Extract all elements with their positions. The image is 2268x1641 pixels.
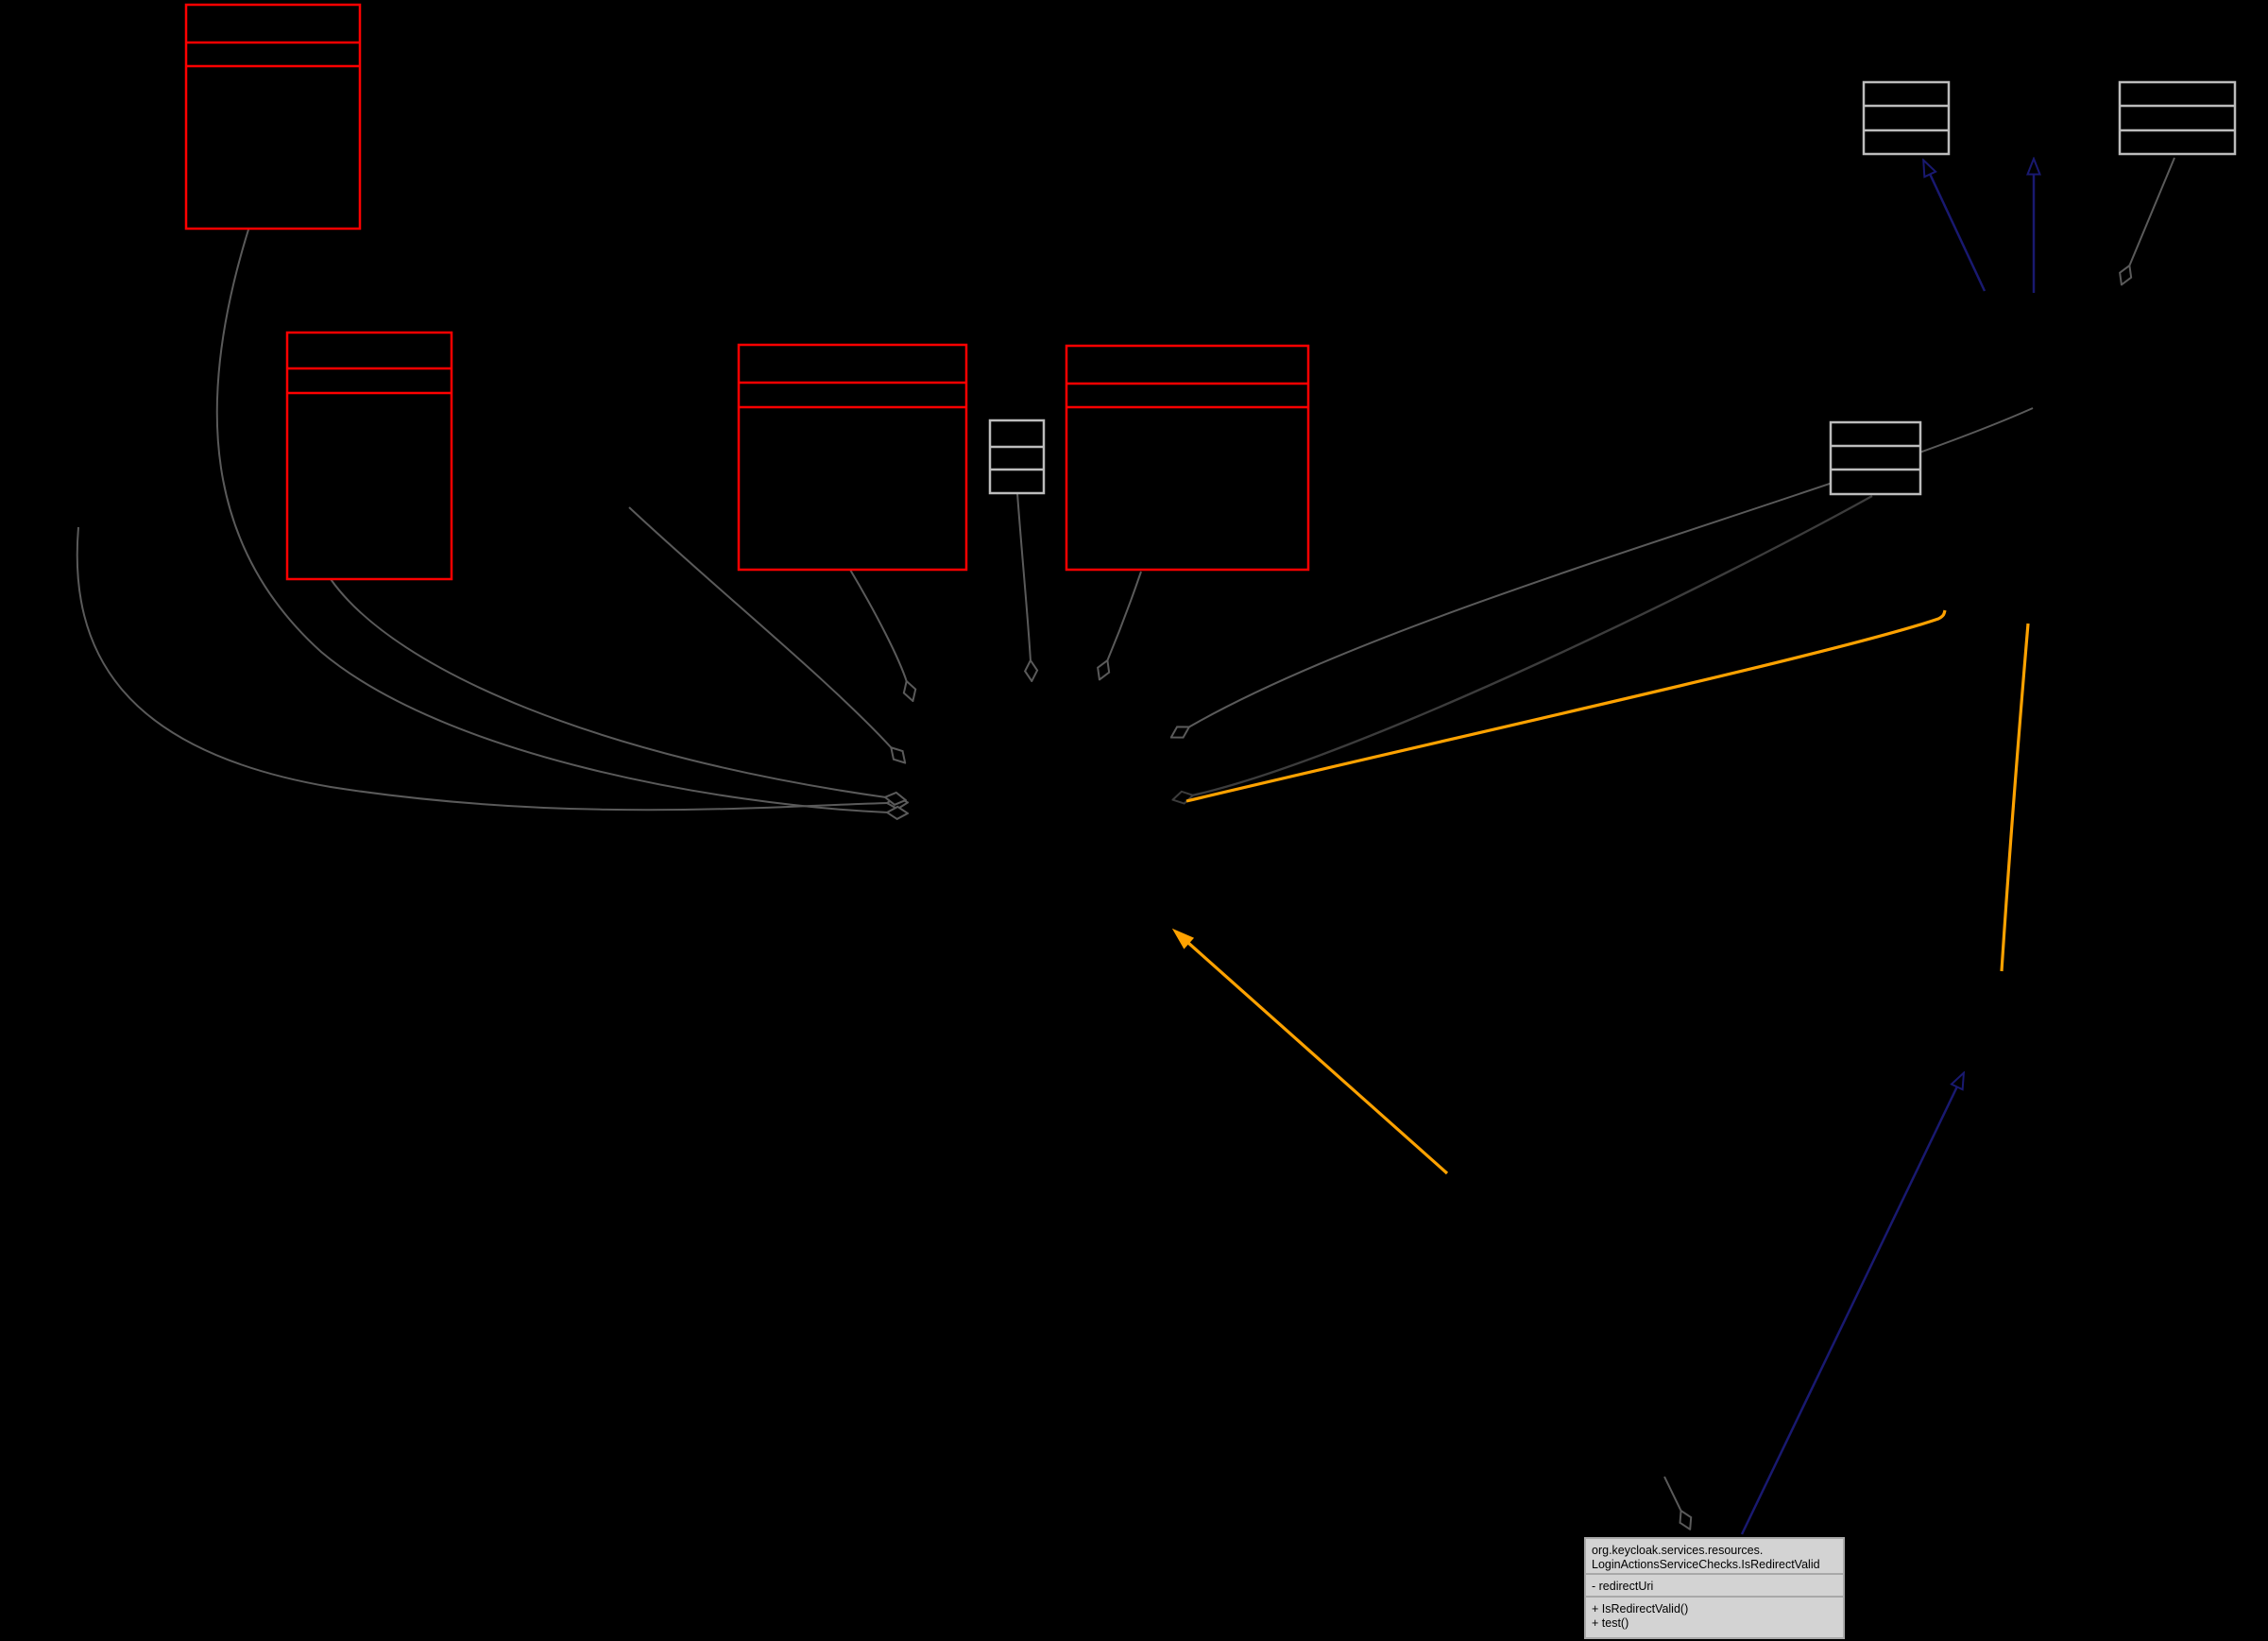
inheritance-edge-main-class xyxy=(1740,1086,1957,1535)
inheritance-edge-left xyxy=(1930,174,1987,292)
class-node-red-4[interactable] xyxy=(1065,344,1310,572)
aggregation-edge-main-node xyxy=(1663,1476,1681,1512)
aggregation-edge-right-node xyxy=(1192,494,1873,795)
main-class-title-line1: org.keycloak.services.resources. xyxy=(1592,1544,1763,1557)
aggregation-edge-red-box-2 xyxy=(330,578,886,797)
class-node-red-3[interactable] xyxy=(737,343,968,572)
class-node-red-2[interactable] xyxy=(285,331,453,581)
edge-layer xyxy=(76,157,2175,1535)
main-class-title-line2: LoginActionsServiceChecks.IsRedirectVali… xyxy=(1592,1558,1820,1571)
main-class-method-1: + IsRedirectValid() xyxy=(1592,1602,1688,1615)
aggregation-edge-far-left xyxy=(76,526,888,812)
aggregation-edge-mid-left xyxy=(628,506,892,748)
template-edge-vertical xyxy=(2000,623,2030,972)
class-node-small-center[interactable] xyxy=(988,419,1046,495)
template-edge-arrow xyxy=(1171,928,1449,1175)
class-node-top-right-1[interactable] xyxy=(1862,80,1951,156)
class-node-top-right-2[interactable] xyxy=(2118,80,2237,156)
class-node-mid-right[interactable] xyxy=(1829,420,1922,496)
aggregation-edge-red-box-4 xyxy=(1107,571,1142,661)
main-class-attribute: - redirectUri xyxy=(1592,1580,1653,1593)
aggregation-edge-small-node xyxy=(1016,492,1031,661)
aggregation-edge-red-box-1 xyxy=(215,229,888,812)
aggregation-edge-right-hub xyxy=(1188,407,2034,727)
aggregation-edge-top-right-node xyxy=(2129,157,2175,266)
class-node-red-1[interactable] xyxy=(184,3,362,231)
aggregation-edge-red-box-3 xyxy=(849,569,907,682)
template-edge-curve xyxy=(1185,609,1947,803)
main-class-method-2: + test() xyxy=(1592,1616,1629,1630)
main-class-node: org.keycloak.services.resources. LoginAc… xyxy=(1584,1537,1845,1639)
